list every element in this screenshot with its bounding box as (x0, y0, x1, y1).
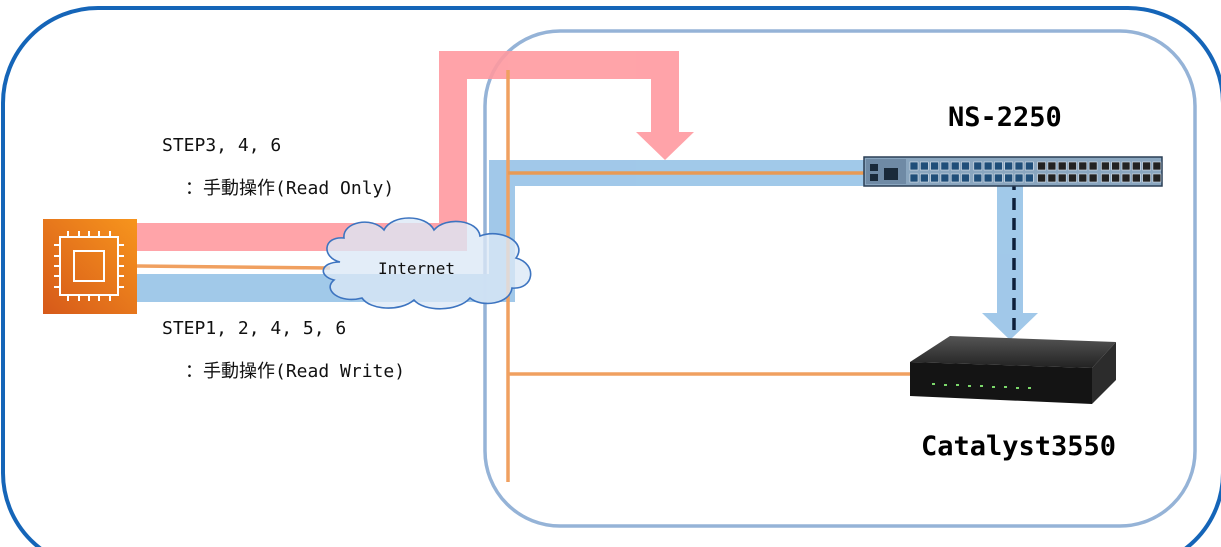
switch-port (1068, 161, 1077, 171)
switch-port (919, 173, 929, 183)
switch-port (1101, 173, 1110, 183)
switch-port (1078, 161, 1088, 171)
switch-port (1057, 173, 1067, 183)
switch-port (940, 161, 950, 171)
switch-port (1121, 161, 1131, 171)
switch-name-label: NS-2250 (948, 102, 1062, 133)
switch-port (973, 173, 983, 183)
switch-port (909, 173, 919, 183)
switch-port (1047, 161, 1057, 171)
switch-port (1152, 161, 1162, 171)
switch-port (994, 161, 1003, 171)
switch-port (1078, 173, 1088, 183)
switch-port (1101, 161, 1110, 171)
switch-port (983, 161, 993, 171)
switch-port (961, 161, 970, 171)
switch-port (930, 173, 939, 183)
switch-port (1025, 161, 1034, 171)
switch-port (1132, 161, 1141, 171)
readonly-steps-label: STEP3, 4, 6 (162, 135, 281, 156)
readonly-desc-label: ：手動操作(Read Only) (185, 178, 394, 199)
switch-port (1121, 173, 1131, 183)
switch-port (973, 161, 983, 171)
switch-port (1111, 161, 1120, 171)
ec2-instance-icon (43, 219, 137, 314)
switch-port (909, 161, 919, 171)
readwrite-steps-label: STEP1, 2, 4, 5, 6 (162, 318, 346, 339)
switch-port (1132, 173, 1141, 183)
switch-port (1068, 173, 1077, 183)
router-name-label: Catalyst3550 (921, 431, 1116, 462)
readwrite-desc-label: ：手動操作(Read Write) (185, 361, 405, 382)
switch-port (1088, 161, 1098, 171)
switch-port (994, 173, 1003, 183)
switch-port (1088, 173, 1098, 183)
switch-port (961, 173, 970, 183)
switch-port (1004, 161, 1014, 171)
switch-port (1047, 173, 1057, 183)
switch-port (919, 161, 929, 171)
switch-port (940, 173, 950, 183)
switch-port (1037, 161, 1046, 171)
switch-port (950, 161, 960, 171)
switch-port (1037, 173, 1046, 183)
router-icon (910, 336, 1116, 404)
switch-port (1111, 173, 1120, 183)
switch-port (1142, 173, 1151, 183)
switch-port (1014, 161, 1024, 171)
switch-port (930, 161, 939, 171)
internet-cloud-icon (322, 217, 532, 310)
switch-port (1014, 173, 1024, 183)
switch-port (1152, 173, 1162, 183)
switch-port (1004, 173, 1014, 183)
switch-port (1057, 161, 1067, 171)
switch-port (1142, 161, 1151, 171)
network-switch-icon (863, 156, 1163, 187)
outer-boundary (1, 6, 1221, 547)
switch-port (1025, 173, 1034, 183)
switch-port (983, 173, 993, 183)
internet-label: Internet (378, 259, 455, 278)
switch-port (950, 173, 960, 183)
